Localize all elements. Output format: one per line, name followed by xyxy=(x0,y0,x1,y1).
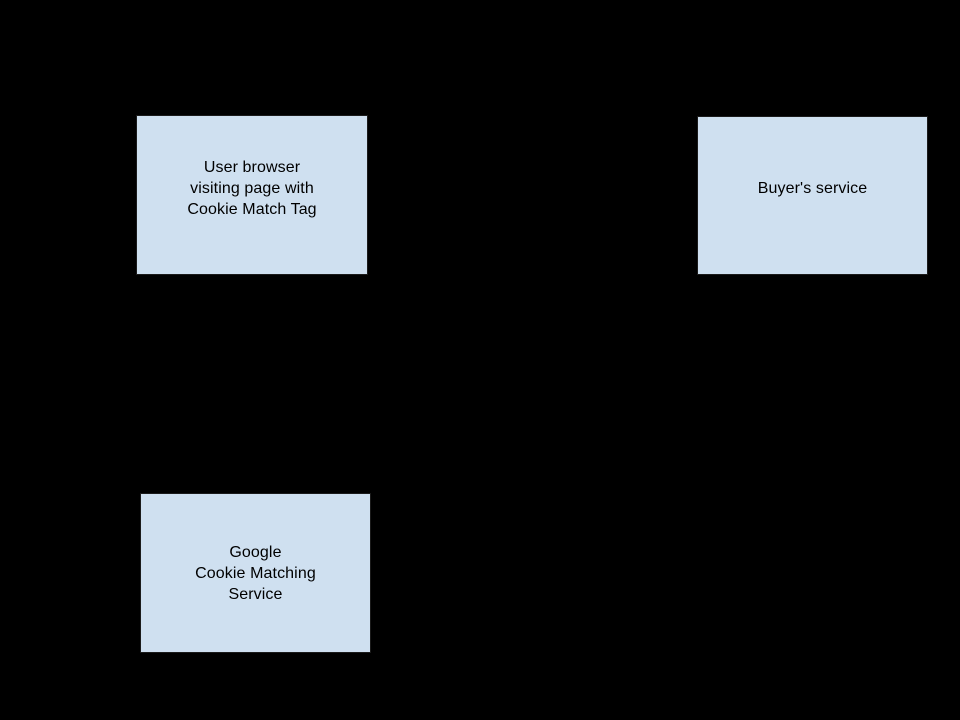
node-google-cookie-matching-service[interactable]: Google Cookie Matching Service xyxy=(140,493,371,653)
node-buyers-service-label: Buyer's service xyxy=(757,180,868,197)
edge-buyers-service-to-google-cookie-matching-service xyxy=(371,275,813,574)
node-buyers-service[interactable]: Buyer's service xyxy=(697,116,928,275)
edge-user-browser-to-google-cookie-matching-service xyxy=(251,274,256,494)
node-user-browser-label: User browser visiting page with Cookie M… xyxy=(187,158,317,218)
node-google-cookie-matching-service-label: Google Cookie Matching Service xyxy=(195,543,316,603)
node-user-browser[interactable]: User browser visiting page with Cookie M… xyxy=(136,115,368,275)
